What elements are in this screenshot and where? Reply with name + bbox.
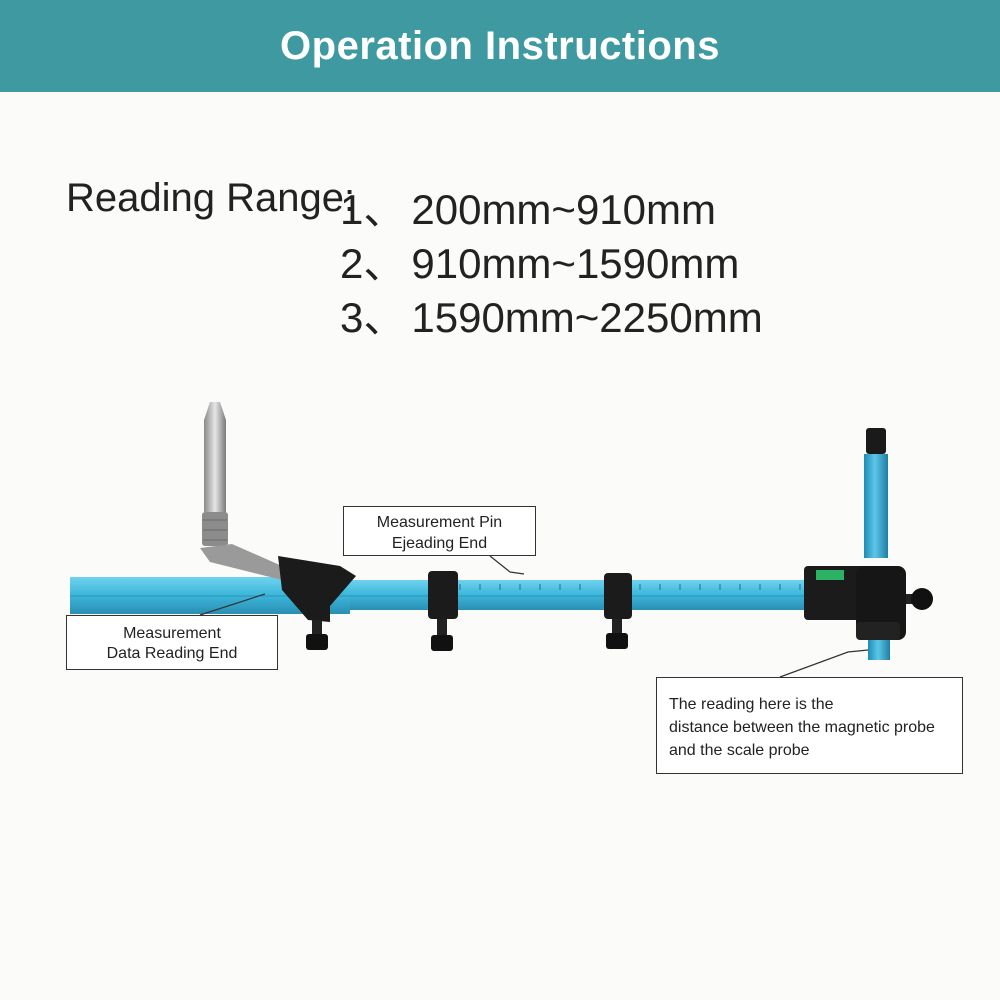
callout-line: and the scale probe	[669, 742, 810, 759]
range-value: 1590mm~2250mm	[411, 294, 763, 341]
range-item-3: 3、1590mm~2250mm	[340, 284, 763, 345]
range-value: 910mm~1590mm	[411, 240, 740, 287]
range-item-1: 1、200mm~910mm	[340, 176, 716, 237]
range-item-2: 2、910mm~1590mm	[340, 230, 739, 291]
range-separator: 、	[363, 294, 406, 341]
callout-line: The reading here is the	[669, 696, 834, 713]
callout-line: distance between the magnetic probe	[669, 719, 935, 736]
callout-line: Measurement	[123, 625, 221, 642]
range-index: 3	[340, 294, 364, 341]
measurement-pin	[200, 402, 282, 580]
range-separator: 、	[363, 186, 406, 233]
callout-line: Measurement Pin	[376, 514, 503, 531]
range-separator: 、	[363, 240, 406, 287]
callout-pin-end: Measurement Pin Ejeading End	[343, 506, 536, 556]
range-value: 200mm~910mm	[411, 186, 716, 233]
callout-leaders	[199, 555, 869, 678]
page-title: Operation Instructions	[280, 23, 720, 68]
scale-ticks	[459, 584, 801, 590]
callout-data-end: Measurement Data Reading End	[66, 615, 278, 670]
range-index: 2	[340, 240, 364, 287]
reading-range-label: Reading Range:	[66, 176, 356, 220]
callout-probe-note: The reading here is the distance between…	[656, 677, 963, 774]
header-banner: Operation Instructions	[0, 0, 1000, 92]
callout-line: Ejeading End	[391, 535, 488, 552]
callout-line: Data Reading End	[106, 645, 238, 662]
middle-clamp-1	[428, 571, 458, 651]
scale-probe-assembly	[804, 428, 933, 660]
left-clamp	[278, 556, 356, 650]
middle-clamp-2	[604, 573, 632, 649]
range-index: 1	[340, 186, 364, 233]
